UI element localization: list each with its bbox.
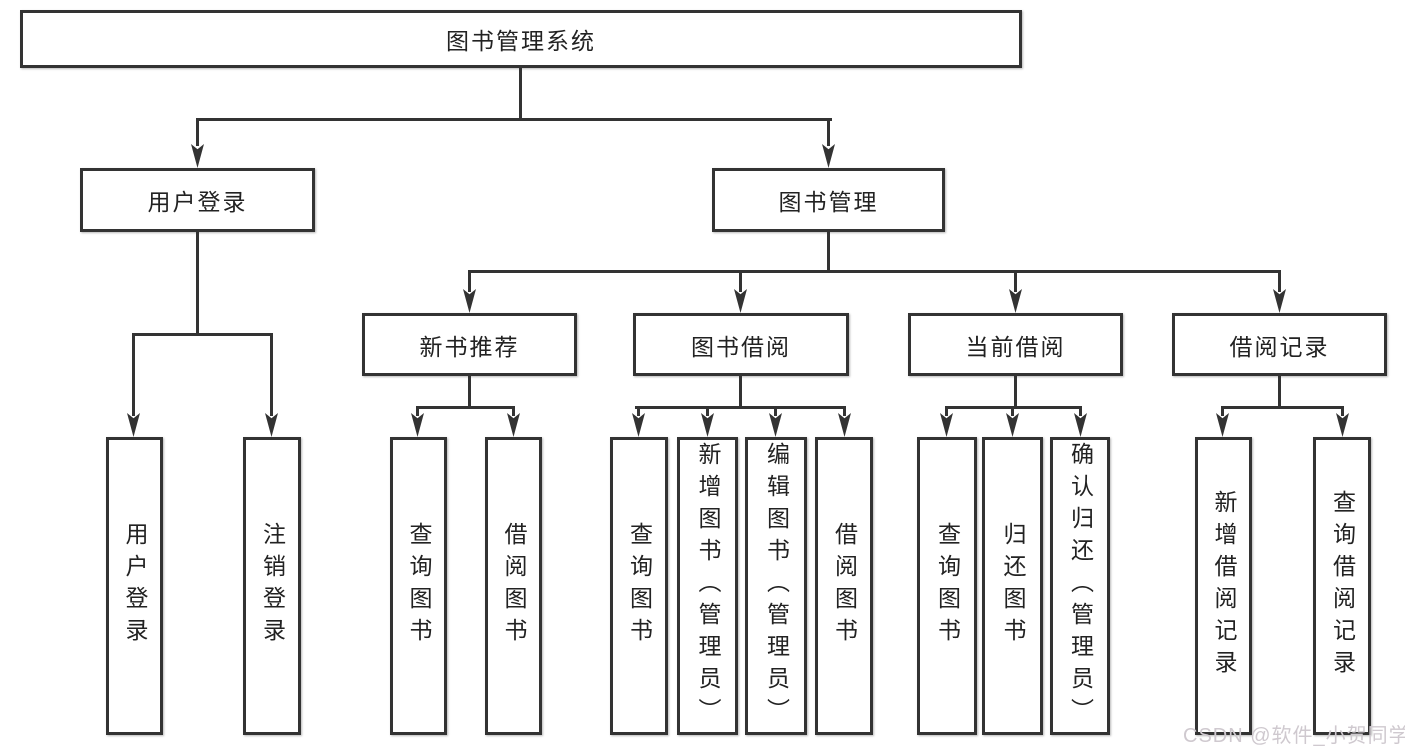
arrowhead-leaf-user-login-icon	[127, 413, 140, 437]
connector-drop-leaf-logout	[270, 335, 273, 416]
arrowhead-query-book-2-icon	[632, 413, 645, 437]
connector-drop-borrow-book-2	[843, 408, 846, 416]
leaf-query-record-label: 查询借阅记录	[1329, 490, 1356, 682]
arrowhead-borrow-book-2-icon	[838, 413, 851, 437]
leaf-query-book-2-label: 查询图书	[626, 522, 653, 650]
connector-user-login-stem	[196, 232, 199, 336]
leaf-confirm-return-label: 确认归还（管理员）	[1067, 442, 1094, 730]
leaf-return-book-label: 归还图书	[1000, 522, 1026, 650]
leaf-borrow-book-2-label: 借阅图书	[831, 522, 858, 650]
node-current-borrow-label: 当前借阅	[965, 333, 1066, 360]
connector-drop-borrow-record	[1278, 272, 1281, 292]
connector-book-borrow-stem	[739, 376, 742, 409]
arrowhead-edit-book-icon	[769, 413, 782, 437]
node-book-mgmt: 图书管理	[712, 168, 945, 232]
connector-drop-query-book-1	[416, 408, 419, 416]
arrowhead-current-borrow-icon	[1009, 289, 1022, 313]
connector-drop-return-book	[1011, 408, 1014, 416]
leaf-query-book-3: 查询图书	[917, 437, 977, 735]
leaf-query-book-1-label: 查询图书	[406, 522, 432, 650]
arrowhead-new-book-rec-icon	[463, 289, 476, 313]
leaf-borrow-book-1: 借阅图书	[485, 437, 542, 735]
connector-drop-edit-book	[774, 408, 777, 416]
arrowhead-user-login-icon	[191, 144, 204, 168]
connector-current-borrow-stem	[1014, 376, 1017, 409]
connector-new-book-rec-stem	[468, 376, 471, 409]
connector-drop-user-login	[196, 120, 199, 146]
node-root-label: 图书管理系统	[446, 28, 596, 54]
arrowhead-return-book-icon	[1006, 413, 1019, 437]
node-borrow-record: 借阅记录	[1172, 313, 1387, 376]
connector-borrow-record-rail	[1221, 406, 1344, 409]
connector-new-book-rec-rail	[416, 406, 515, 409]
connector-current-borrow-rail	[945, 406, 1082, 409]
arrowhead-query-book-3-icon	[940, 413, 953, 437]
node-new-book-rec-label: 新书推荐	[419, 333, 520, 360]
leaf-add-record-label: 新增借阅记录	[1211, 490, 1237, 682]
leaf-query-book-1: 查询图书	[390, 437, 447, 735]
connector-root-rail	[196, 118, 832, 121]
connector-drop-borrow-book-1	[512, 408, 515, 416]
connector-drop-current-borrow	[1014, 272, 1017, 292]
arrowhead-leaf-logout-icon	[265, 413, 278, 437]
leaf-return-book: 归还图书	[982, 437, 1043, 735]
leaf-user-login-label: 用户登录	[122, 522, 148, 650]
leaf-add-book: 新增图书（管理员）	[677, 437, 738, 735]
leaf-borrow-book-1-label: 借阅图书	[501, 522, 527, 650]
connector-book-mgmt-rail	[468, 270, 1281, 273]
connector-root-stem	[519, 68, 522, 121]
csdn-watermark: CSDN @软件_小贺同学	[1183, 725, 1405, 747]
leaf-query-book-3-label: 查询图书	[934, 522, 961, 650]
leaf-logout-label: 注销登录	[259, 522, 286, 650]
node-book-borrow-label: 图书借阅	[691, 333, 791, 360]
connector-borrow-record-stem	[1278, 376, 1281, 409]
node-borrow-record-label: 借阅记录	[1229, 333, 1330, 360]
node-user-login-label: 用户登录	[147, 189, 248, 215]
connector-book-mgmt-stem	[827, 232, 830, 273]
arrowhead-query-record-icon	[1336, 413, 1349, 437]
arrowhead-add-book-icon	[701, 413, 714, 437]
connector-drop-add-record	[1221, 408, 1224, 416]
leaf-add-record: 新增借阅记录	[1195, 437, 1252, 735]
node-current-borrow: 当前借阅	[908, 313, 1123, 376]
connector-drop-confirm-return	[1079, 408, 1082, 416]
connector-drop-new-book-rec	[468, 272, 471, 292]
connector-drop-query-record	[1341, 408, 1344, 416]
node-root: 图书管理系统	[20, 10, 1022, 68]
node-book-borrow: 图书借阅	[633, 313, 849, 376]
node-book-mgmt-label: 图书管理	[778, 189, 879, 215]
leaf-edit-book: 编辑图书（管理员）	[745, 437, 807, 735]
arrowhead-confirm-return-icon	[1074, 413, 1087, 437]
leaf-query-record: 查询借阅记录	[1313, 437, 1371, 735]
arrowhead-book-borrow-icon	[734, 289, 747, 313]
connector-drop-query-book-3	[945, 408, 948, 416]
node-new-book-rec: 新书推荐	[362, 313, 577, 376]
arrowhead-add-record-icon	[1216, 413, 1229, 437]
leaf-borrow-book-2: 借阅图书	[815, 437, 873, 735]
leaf-query-book-2: 查询图书	[610, 437, 668, 735]
connector-drop-query-book-2	[637, 408, 640, 416]
connector-drop-book-mgmt	[827, 120, 830, 146]
connector-drop-leaf-user-login	[132, 335, 135, 416]
connector-user-login-rail	[132, 333, 273, 336]
connector-drop-book-borrow	[739, 272, 742, 292]
arrowhead-borrow-book-1-icon	[507, 413, 520, 437]
connector-drop-add-book	[706, 408, 709, 416]
leaf-logout: 注销登录	[243, 437, 301, 735]
connector-book-borrow-rail	[635, 406, 846, 409]
arrowhead-borrow-record-icon	[1273, 289, 1286, 313]
node-user-login: 用户登录	[80, 168, 315, 232]
leaf-add-book-label: 新增图书（管理员）	[695, 442, 721, 730]
arrowhead-book-mgmt-icon	[822, 144, 835, 168]
leaf-confirm-return: 确认归还（管理员）	[1050, 437, 1110, 735]
leaf-edit-book-label: 编辑图书（管理员）	[763, 442, 790, 730]
leaf-user-login: 用户登录	[106, 437, 163, 735]
arrowhead-query-book-1-icon	[411, 413, 424, 437]
